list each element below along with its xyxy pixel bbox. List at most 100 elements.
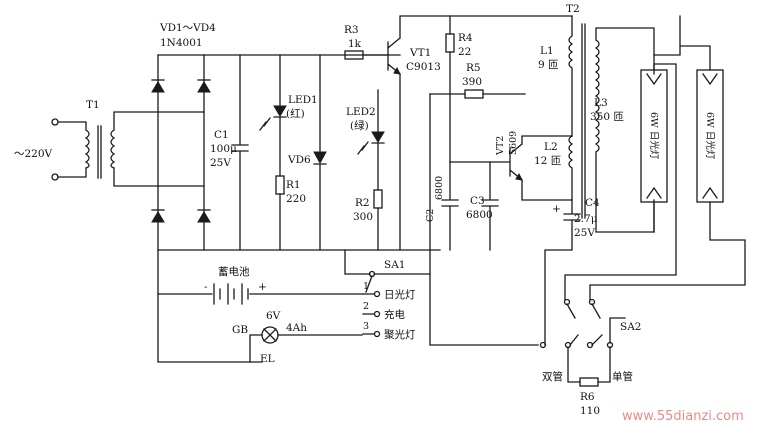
sa1-pos1-text: 日光灯	[384, 288, 416, 301]
t1-primary-coil	[84, 129, 90, 169]
mains-terminal-top	[51, 118, 59, 126]
c1-value: 100μ	[210, 143, 237, 155]
led2-color: (绿)	[350, 119, 369, 132]
l3-value: 350 匝	[590, 111, 624, 123]
fluorescent-lamp-2	[589, 15, 746, 301]
battery-label: 蓄电池	[218, 265, 250, 278]
bridge-rectifier	[151, 54, 441, 251]
r4-name: R4	[458, 32, 473, 44]
fluorescent-lamp-1	[564, 63, 677, 301]
l2-value: 12 匝	[534, 155, 562, 167]
battery-plus: +	[258, 281, 267, 293]
diode-vd4	[197, 209, 211, 223]
r2-value: 300	[353, 211, 373, 223]
vd-part-label: 1N4001	[160, 37, 203, 49]
resistor-r1	[275, 175, 285, 251]
vt2-part: 5609	[508, 131, 519, 155]
t1-secondary-wires	[113, 111, 159, 187]
r6-value: 110	[580, 405, 600, 417]
transistor-vt2	[449, 135, 573, 201]
coil-l2	[568, 135, 574, 201]
led1-color: (红)	[286, 107, 305, 120]
sa1-pos-3[interactable]	[373, 330, 381, 338]
watermark: www.55dianzi.com	[622, 409, 744, 424]
transistor-vt1	[387, 15, 573, 251]
gb-voltage: 6V	[266, 310, 281, 322]
el-label: EL	[260, 353, 275, 365]
sa2-r6-wires	[567, 346, 611, 383]
diode-vd1	[151, 79, 165, 93]
sa1-pos-wires	[362, 293, 375, 335]
mains-terminal-bottom	[51, 173, 59, 181]
c3-value: 6800	[466, 209, 493, 221]
sa2-levers	[566, 303, 603, 346]
r2-name: R2	[355, 197, 370, 209]
diode-vd3	[151, 209, 165, 223]
lower-left-rail	[157, 249, 263, 363]
resistor-r2	[373, 189, 383, 251]
diode-vd2	[197, 79, 211, 93]
coil-l3	[594, 39, 600, 153]
vt1-name: VT1	[409, 47, 431, 59]
lamp-el	[249, 326, 363, 363]
resistor-r6	[579, 377, 599, 387]
gb-label: GB	[232, 324, 248, 336]
lamp1-label: 6W 日光灯	[648, 112, 660, 160]
diode-vd6	[313, 54, 327, 251]
switch-sa1[interactable]	[344, 249, 431, 338]
t2-label: T2	[566, 3, 580, 15]
vt2-name: VT2	[495, 136, 506, 156]
sa1-pos3-text: 聚光灯	[384, 328, 416, 341]
lamp2-label: 6W 日光灯	[704, 112, 716, 160]
capacitor-c4	[544, 199, 581, 346]
sa2-dual: 双管	[542, 370, 563, 383]
sa2-label: SA2	[620, 321, 641, 333]
l2-name: L2	[544, 141, 558, 153]
c4-name: C4	[585, 197, 600, 209]
led2	[357, 89, 385, 191]
c1-voltage: 25V	[210, 157, 231, 169]
sa1-pos-1[interactable]	[373, 290, 381, 298]
switch-sa2[interactable]	[539, 298, 626, 387]
sa2-contact-c[interactable]	[539, 341, 547, 349]
capacitor-c1	[231, 54, 249, 251]
sa1-lever	[365, 275, 373, 293]
c4-value: 2.7μ	[574, 213, 598, 225]
r1-value: 220	[286, 193, 306, 205]
sa1-pos3-num: 3	[363, 321, 369, 332]
led1	[259, 54, 287, 177]
c3-name: C3	[470, 195, 485, 207]
capacitor-c2	[441, 161, 459, 251]
bridge-rails	[157, 54, 205, 251]
sa1-pos2-num: 2	[363, 301, 369, 312]
t2-core	[581, 23, 586, 219]
led2-name: LED2	[346, 106, 376, 118]
r5-value: 390	[462, 76, 482, 88]
sa2-out-wire	[609, 317, 626, 344]
r3-value: 1k	[348, 38, 362, 50]
vd-range-label: VD1～VD4	[159, 22, 216, 34]
r6-name: R6	[580, 391, 595, 403]
c2-value: 6800	[434, 176, 445, 200]
sa2-single: 单管	[612, 370, 633, 383]
mains-label: ～220V	[14, 148, 53, 160]
r3-name: R3	[344, 24, 359, 36]
battery-gb	[213, 283, 364, 305]
l1-value: 9 匝	[538, 59, 559, 71]
battery-minus: -	[204, 281, 208, 293]
sa1-label: SA1	[384, 259, 405, 271]
sa1-pos-2[interactable]	[373, 310, 381, 318]
transformer-t1	[51, 111, 159, 187]
sa1-pos2-text: 充电	[384, 308, 405, 321]
l1-name: L1	[540, 45, 554, 57]
mains-wires	[57, 121, 87, 178]
vt-feedback-wire	[429, 93, 539, 346]
coil-l1	[568, 15, 574, 137]
sa1-common-wire	[344, 249, 431, 275]
t1-core	[97, 125, 102, 179]
resistor-r5	[429, 89, 526, 99]
gb-capacity: 4Ah	[286, 322, 307, 334]
r5-name: R5	[466, 62, 481, 74]
c4-voltage: 25V	[574, 227, 595, 239]
